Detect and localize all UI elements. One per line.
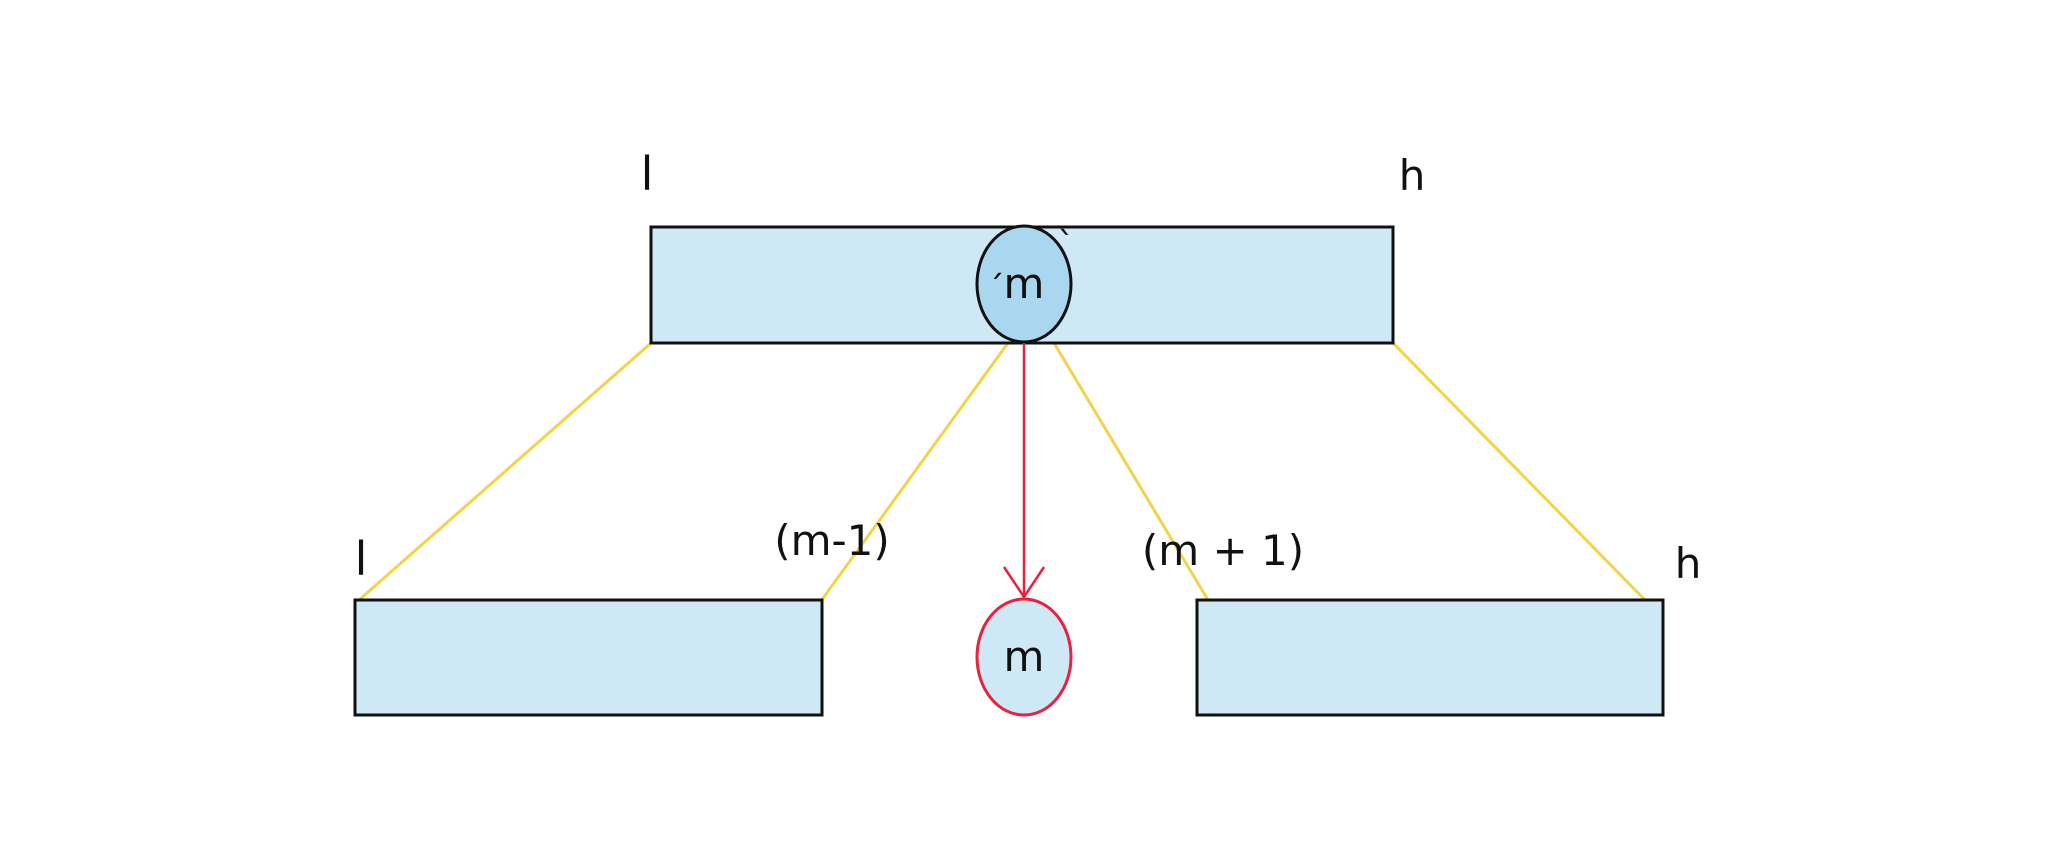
mid-element-label: m [1004,259,1045,308]
left-subarray-box [353,598,824,717]
right-subarray-box [1195,598,1665,717]
connector-left-outer [358,341,652,602]
arrow-head [1002,566,1046,600]
bottom-high-label: h [1675,539,1702,588]
mid-tick-left: ´ [988,269,1005,309]
m-plus-1-label: (m + 1) [1142,526,1304,575]
top-high-label: h [1399,151,1426,200]
bottom-low-label: l [355,532,368,586]
m-minus-1-label: (m-1) [774,516,890,565]
result-element-label: m [1004,632,1045,681]
mid-element-circle [975,224,1073,344]
mid-tick-right: ` [1058,225,1075,265]
connector-right-outer [1391,341,1647,602]
result-element-circle [975,597,1073,717]
connector-left-inner [816,342,1010,606]
connector-right-inner [1052,342,1210,601]
top-low-label: l [641,147,654,201]
